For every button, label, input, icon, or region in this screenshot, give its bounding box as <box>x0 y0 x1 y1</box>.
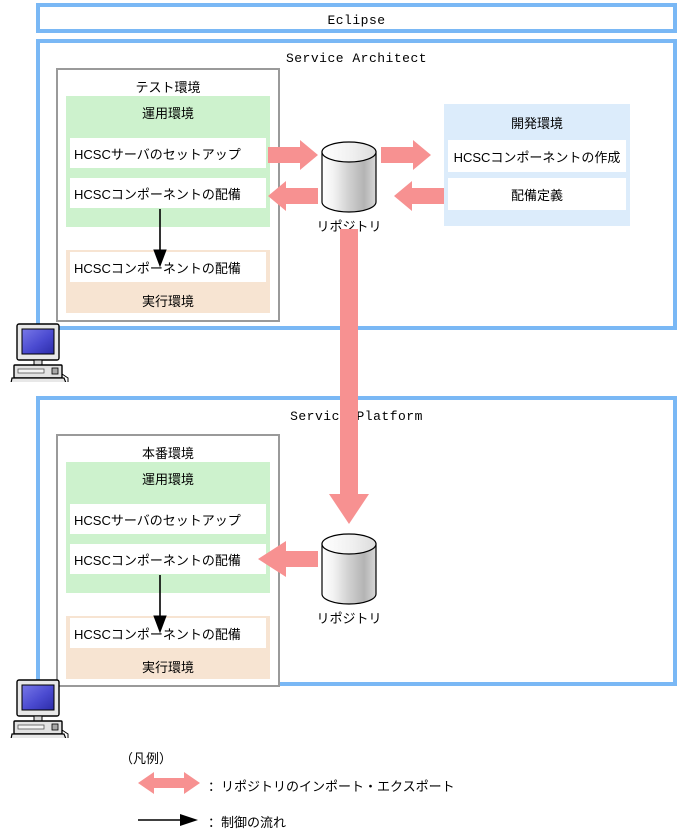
test-op-item-server-setup: HCSCサーバのセットアップ <box>70 138 266 168</box>
legend-heading: （凡例） <box>120 751 173 766</box>
legend-single-arrow-icon <box>138 814 198 826</box>
prod-exec-item-component-deploy: HCSCコンポーネントの配備 <box>70 618 266 648</box>
prod-op-item-component-deploy: HCSCコンポーネントの配備 <box>70 544 266 574</box>
test-exec-item-component-deploy: HCSCコンポーネントの配備 <box>70 252 266 282</box>
panel-service-architect-title: Service Architect <box>285 51 428 66</box>
panel-service-platform-title: Service Platform <box>290 409 423 424</box>
panel-eclipse-title: Eclipse <box>327 13 386 28</box>
prod-execution-environment-title: 実行環境 <box>141 660 194 675</box>
repository-top-label: リポジトリ <box>316 219 382 234</box>
dev-item-deploy-definition: 配備定義 <box>448 178 626 210</box>
test-environment-title: テスト環境 <box>135 80 201 95</box>
test-operation-environment-title: 運用環境 <box>141 106 194 121</box>
legend-entry-control-flow: ：制御の流れ <box>208 815 287 830</box>
computer-icon-top <box>10 323 69 382</box>
repository-bottom-icon <box>321 533 377 605</box>
legend-entry-import-export: ：リポジトリのインポート・エクスポート <box>208 779 455 794</box>
development-environment-title: 開発環境 <box>510 116 563 131</box>
test-op-item-component-deploy: HCSCコンポーネントの配備 <box>70 178 266 208</box>
dev-item-component-create: HCSCコンポーネントの作成 <box>448 140 626 172</box>
test-execution-environment-title: 実行環境 <box>141 294 194 309</box>
prod-operation-environment-title: 運用環境 <box>141 472 194 487</box>
prod-op-item-server-setup: HCSCサーバのセットアップ <box>70 504 266 534</box>
panel-eclipse: Eclipse <box>36 3 677 33</box>
production-environment-title: 本番環境 <box>141 446 194 461</box>
repository-bottom-label: リポジトリ <box>316 611 382 626</box>
legend-double-arrow-icon <box>138 772 200 794</box>
repository-top-icon <box>321 141 377 213</box>
computer-icon-bottom <box>10 679 69 738</box>
